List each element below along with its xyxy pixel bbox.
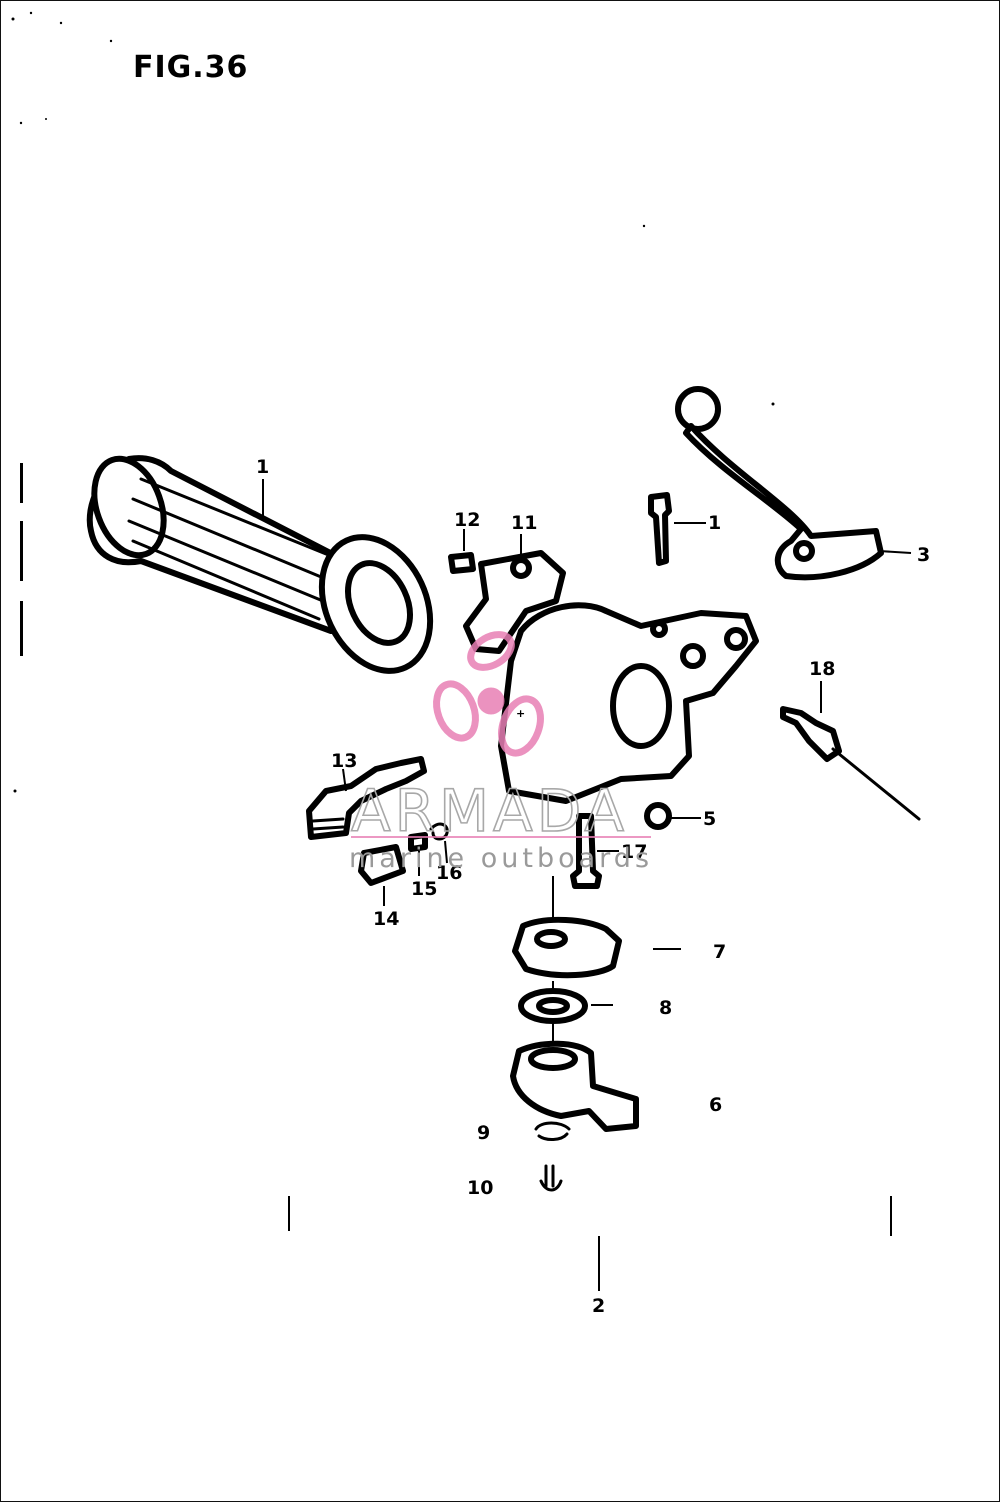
callout-12: 12 [454,509,480,531]
callout-3: 3 [917,544,930,566]
callout-15: 15 [411,878,437,900]
callout-18: 18 [809,658,835,680]
handle-grip [86,455,434,674]
pivot-nut [644,802,672,830]
handlebar-clamp [463,550,566,654]
callout-14: 14 [373,908,399,930]
lever-holder-housing: + [498,602,759,804]
armada-watermark: ARMADA marine outboards [349,631,653,874]
callout-6: 6 [709,1094,722,1116]
callout-7: 7 [713,941,726,963]
callout-5: 5 [703,808,716,830]
callout-17: 17 [621,841,647,863]
clamp-screw [448,552,476,574]
clutch-switch-cable [780,706,921,821]
lever-pivot-bolt [648,492,672,566]
watermark-tagline: marine outboards [349,843,653,874]
callout-labels: 1 1 2 3 5 6 7 8 9 10 11 12 13 14 15 16 1… [256,456,930,1317]
switch-lower-cover [512,916,622,979]
callout-8: 8 [659,997,672,1019]
propeller-logo [433,631,544,757]
callout-10: 10 [467,1177,493,1199]
detent-ball [539,1164,563,1192]
housing-screw [570,813,602,889]
callout-13: 13 [331,750,357,772]
callout-11: 11 [511,512,537,534]
switch-body [510,1040,639,1132]
svg-text:+: + [516,707,525,720]
callout-9: 9 [477,1122,490,1144]
choke-lever [306,756,427,840]
scan-noise [11,11,775,793]
choke-holder [358,844,406,886]
callout-16: 16 [436,862,462,884]
small-screw-15 [408,832,428,852]
callout-1a: 1 [256,456,269,478]
washer [518,988,588,1024]
figure-title: FIG.36 [133,50,248,85]
watermark-brand: ARMADA [351,777,628,845]
callout-2: 2 [592,1295,605,1317]
spring-clip [534,1121,571,1141]
clutch-lever [675,386,884,581]
callout-1b: 1 [708,512,721,534]
leader-lines [262,479,912,1291]
